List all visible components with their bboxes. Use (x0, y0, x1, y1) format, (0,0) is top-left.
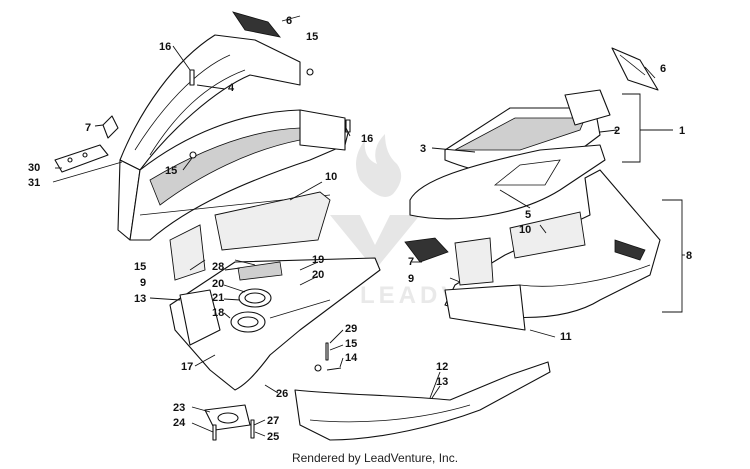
callout-7-right: 7 (408, 256, 414, 268)
callout-1: 1 (679, 125, 685, 137)
callout-17: 17 (181, 361, 193, 373)
side-panel-lower-right (404, 169, 661, 331)
callout-9-left: 9 (140, 277, 146, 289)
callout-28: 28 (212, 261, 224, 273)
callout-10-left: 10 (325, 171, 337, 183)
callout-15-mid: 15 (165, 165, 177, 177)
callout-26: 26 (276, 388, 288, 400)
callout-27: 27 (267, 415, 279, 427)
callout-12: 12 (436, 361, 448, 373)
callout-18: 18 (212, 307, 224, 319)
callout-6-top: 6 (286, 15, 292, 27)
callout-13-right: 13 (436, 376, 448, 388)
lower-center-assembly (169, 257, 381, 391)
callout-31: 31 (28, 177, 40, 189)
callout-22: 21 (212, 292, 224, 304)
callout-25: 25 (267, 431, 279, 443)
leader-lines (52, 15, 685, 437)
callout-10-right: 10 (519, 224, 531, 236)
callout-2: 2 (614, 125, 620, 137)
callout-15-right: 15 (345, 338, 357, 350)
callout-23: 23 (173, 402, 185, 414)
belly-pan (204, 361, 551, 441)
callout-6-right: 6 (660, 63, 666, 75)
fasteners (212, 342, 342, 441)
callout-19: 19 (312, 254, 324, 266)
callout-11: 11 (560, 331, 572, 343)
callout-7-left: 7 (85, 122, 91, 134)
callout-14: 14 (345, 352, 358, 364)
callout-16-top: 16 (159, 41, 171, 53)
foam-pad-left (214, 191, 331, 251)
callout-30: 30 (28, 162, 40, 174)
callout-16-mid: 16 (361, 133, 373, 145)
callout-13-left: 13 (134, 293, 146, 305)
callout-4: 4 (228, 82, 235, 94)
callout-21: 20 (212, 278, 224, 290)
callout-9-right: 9 (408, 273, 414, 285)
callout-20: 20 (312, 269, 324, 281)
callout-8: 8 (686, 250, 692, 262)
side-panel-right (409, 47, 659, 220)
hood-upper-assembly (54, 11, 351, 241)
side-pad-left (169, 224, 206, 281)
callout-24: 24 (173, 417, 186, 429)
callout-3: 3 (420, 143, 426, 155)
callout-5: 5 (525, 209, 531, 221)
render-credit: Rendered by LeadVenture, Inc. (291, 451, 459, 465)
callout-15-top: 15 (306, 31, 318, 43)
callout-labels: 6 16 15 4 7 16 30 31 15 10 15 9 13 28 20… (28, 15, 692, 443)
callout-29: 29 (345, 323, 357, 335)
callout-15-low: 15 (134, 261, 146, 273)
